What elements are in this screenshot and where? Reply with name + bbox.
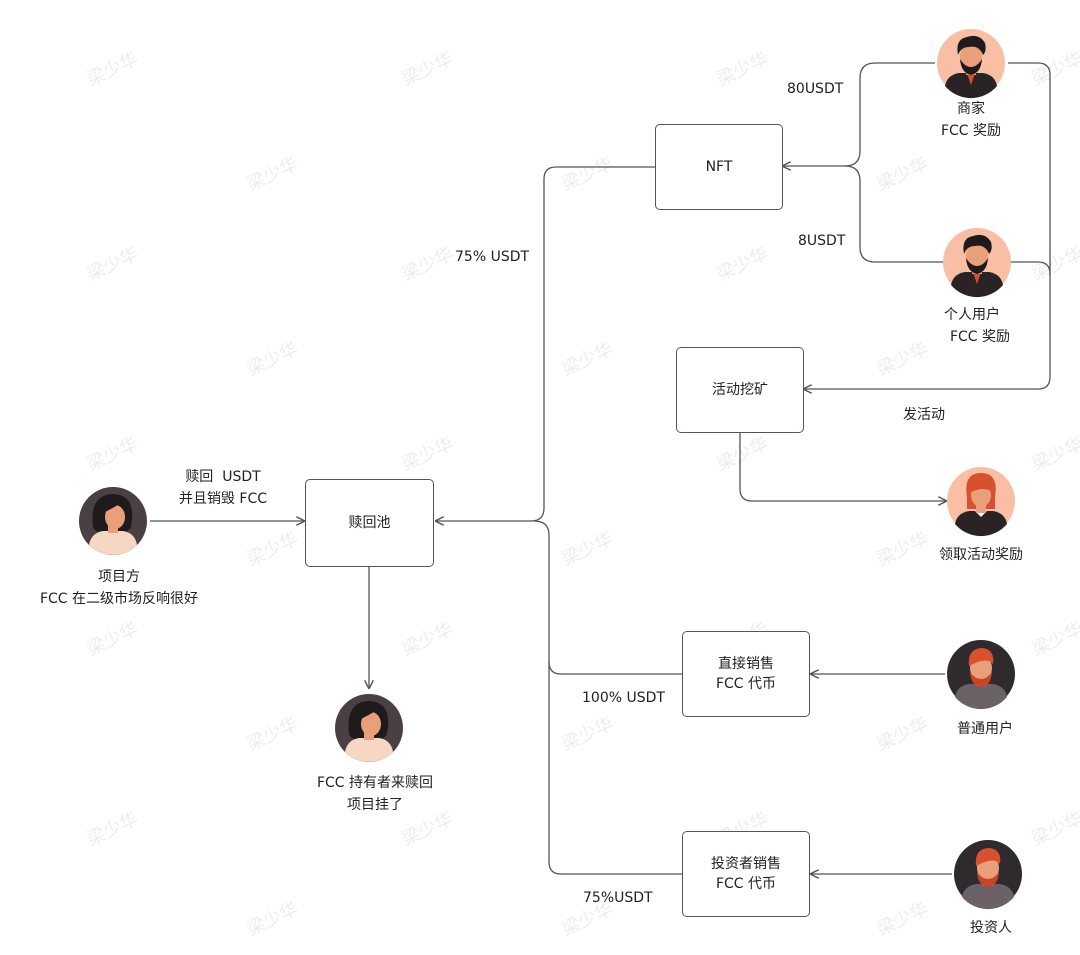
investor-name: 投资人 [970,920,1012,936]
merchant-avatar [937,29,1005,99]
edge-direct-to-pool [533,520,682,675]
direct-sale-box: 直接销售 FCC 代币 [682,631,810,717]
edge-merchant-to-nft [783,62,935,166]
investor-avatar [954,840,1022,910]
project-name: 项目方 [98,569,140,585]
merchant-reward: FCC 奖励 [940,123,1002,139]
merchant-name: 商家 [957,101,985,117]
holder-line-2: 项目挂了 [347,797,403,813]
investor-caption: 投资人 [970,917,1012,939]
personal-user-caption: 个人用户 FCC 奖励 [944,304,1011,348]
investor-sale-line-2: FCC 代币 [715,876,777,892]
ordinary-user-avatar [947,640,1015,710]
edge-label-event: 发活动 [903,407,945,423]
event-reward-name: 领取活动奖励 [939,547,1023,563]
redeem-line-2: 并且销毁 FCC [178,491,268,507]
edge-label-direct-100: 100% USDT [582,690,665,706]
holder-line-1: FCC 持有者来赎回 [316,775,434,791]
mining-box: 活动挖矿 [676,347,804,433]
personal-user-name: 个人用户 [944,307,1000,323]
personal-user-reward: FCC 奖励 [949,329,1011,345]
project-note: FCC 在二级市场反响很好 [39,591,199,607]
edge-label-8usdt: 8USDT [798,233,846,249]
project-caption: 项目方 FCC 在二级市场反响很好 [40,566,198,610]
mining-label: 活动挖矿 [712,382,768,398]
edge-label-redeem: 赎回 USDT 并且销毁 FCC [179,466,267,510]
direct-sale-line-1: 直接销售 [718,656,774,672]
event-reward-avatar [947,467,1015,537]
edge-label-investor-75: 75%USDT [583,890,653,906]
ordinary-user-name: 普通用户 [957,721,1013,737]
edge-event-to-mining [804,62,1051,389]
edge-mining-to-reward [739,433,946,501]
holder-caption: FCC 持有者来赎回 项目挂了 [317,772,433,816]
investor-sale-line-1: 投资者销售 [711,856,781,872]
merchant-caption: 商家 FCC 奖励 [941,98,1001,142]
edge-label-80usdt: 80USDT [787,81,844,97]
project-avatar [79,487,147,555]
edge-label-nft-75: 75% USDT [455,249,530,265]
edge-investor-to-pool [548,662,682,875]
ordinary-user-caption: 普通用户 [957,718,1013,740]
redemption-pool-box: 赎回池 [305,479,434,567]
nft-box: NFT [655,124,783,210]
redeem-line-1: 赎回 USDT [185,469,261,485]
edge-user-to-nft [844,165,945,263]
holder-avatar [335,694,403,762]
personal-user-avatar [943,228,1011,298]
nft-label: NFT [705,159,733,175]
edge-nft-to-pool [436,166,655,521]
direct-sale-line-2: FCC 代币 [715,676,777,692]
event-reward-caption: 领取活动奖励 [939,544,1023,566]
edge-user-to-event [1010,261,1051,275]
investor-sale-box: 投资者销售 FCC 代币 [682,831,810,917]
redemption-pool-label: 赎回池 [348,515,391,531]
